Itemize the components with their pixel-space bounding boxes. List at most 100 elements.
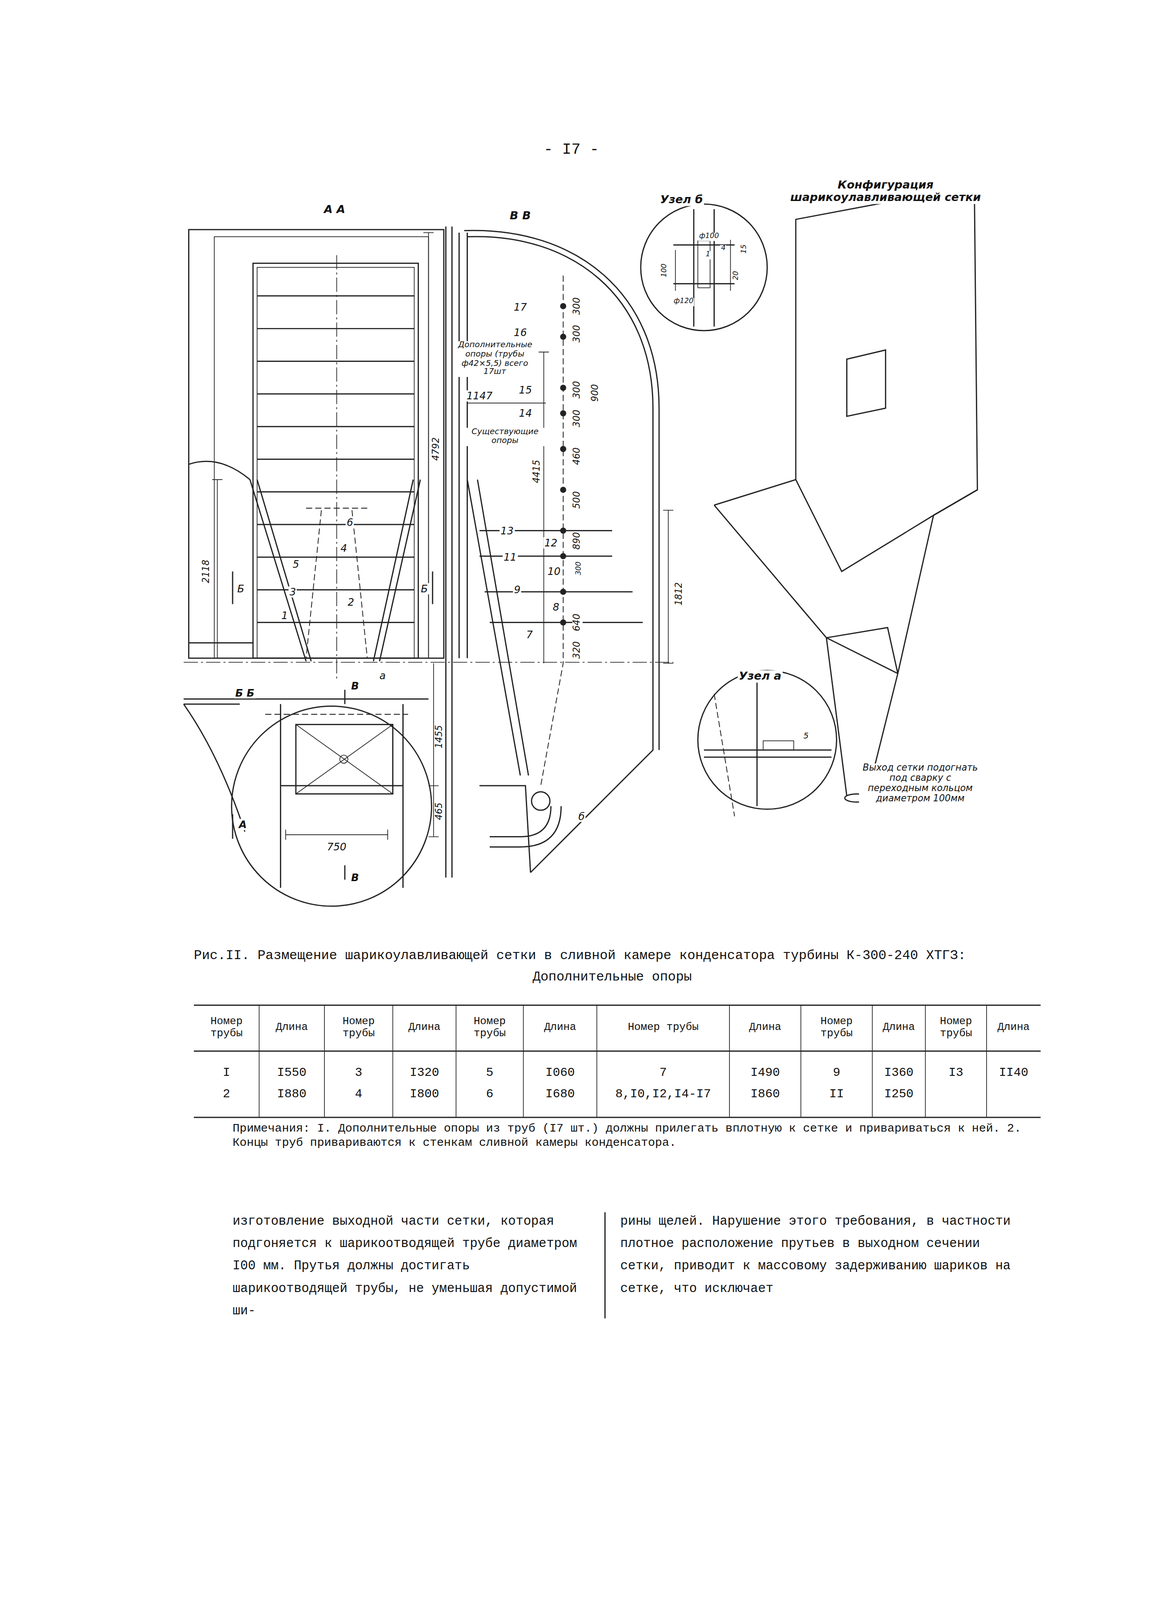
callout-number: 1147 — [465, 390, 494, 402]
callout-number: а — [378, 669, 387, 681]
dimension-label: 300 — [572, 323, 583, 344]
callout-number: 11 — [502, 551, 518, 563]
table-cell: I250 — [874, 1088, 924, 1102]
table-cell: 4 — [326, 1088, 391, 1102]
table-cell: Длина — [874, 1021, 924, 1033]
drawing-line — [560, 333, 567, 340]
table-cell: I550 — [261, 1066, 323, 1081]
drawing-line — [193, 1004, 1041, 1118]
callout-number: 8 — [551, 601, 561, 613]
callout-number: 12 — [543, 536, 559, 549]
dimension-label: 4415 — [532, 458, 543, 484]
drawing-line — [479, 530, 643, 623]
callout-number: 7 — [525, 629, 534, 641]
callout-number: Б — [236, 583, 246, 595]
table-cell: II — [802, 1088, 871, 1102]
drawing-line — [464, 230, 660, 873]
body-text: рины щелей. Нарушение этого требования, … — [620, 1209, 1013, 1300]
figure-caption: Рис.II. Размещение шарикоулавливающей се… — [193, 947, 967, 964]
drawing-line — [560, 409, 567, 417]
table-cell: I320 — [394, 1066, 455, 1081]
section-b-b-plan — [183, 689, 432, 906]
table-cell: II40 — [988, 1066, 1039, 1081]
table-cell: I360 — [874, 1066, 924, 1081]
table-cell: I800 — [394, 1088, 455, 1102]
drawing-line — [188, 229, 444, 659]
callout-number: 1 — [704, 251, 712, 260]
callout-number: б — [577, 810, 586, 822]
dimension-label: 890 — [572, 531, 583, 551]
drawing-line — [479, 785, 562, 873]
dimension-label: 1455 — [434, 724, 445, 750]
drawing-line — [560, 303, 567, 626]
callout-number: Б Б — [234, 687, 256, 699]
callout-number: 5 — [291, 558, 300, 570]
detail-a — [697, 670, 837, 816]
table-cell: I860 — [731, 1088, 799, 1102]
table-cell: I880 — [261, 1088, 323, 1102]
drawing-line — [257, 295, 415, 623]
annotation-note: Существующие опоры — [462, 427, 547, 446]
callout-number: 3 — [288, 585, 298, 598]
drawing-line — [467, 479, 529, 776]
callout-number: 5 — [802, 732, 810, 742]
table-cell: Номер трубы — [598, 1021, 728, 1033]
drawing-line — [640, 204, 768, 331]
drawing-line — [183, 698, 429, 832]
annotation-note: Дополнительные опоры (трубы ф42×5,5) все… — [457, 341, 533, 378]
dimension-label: 15 — [741, 243, 750, 255]
callout-number: ф120 — [672, 298, 695, 307]
table-title: Дополнительные опоры — [531, 970, 693, 985]
drawing-line — [560, 303, 567, 310]
table-cell: I490 — [731, 1066, 799, 1081]
view-title: А А — [323, 204, 347, 217]
section-a-a — [183, 229, 674, 679]
callout-number: 10 — [546, 565, 562, 578]
dimension-label: 300 — [572, 380, 583, 400]
drawing-line — [846, 349, 886, 417]
callout-number: Б — [419, 583, 429, 595]
table-cell: Длина — [261, 1021, 323, 1033]
callout-number: 750 — [325, 841, 348, 853]
drawing-line — [673, 208, 735, 327]
table-cell: 6 — [458, 1088, 522, 1102]
drawing-line — [257, 267, 415, 659]
callout-number: 14 — [517, 407, 533, 419]
drawing-line — [714, 693, 735, 817]
table-cell: 2 — [196, 1088, 258, 1102]
drawing-line — [538, 352, 549, 664]
drawing-line — [663, 510, 674, 664]
drawing-line — [295, 724, 394, 795]
drawing-line — [232, 571, 433, 604]
table-cell: Длина — [731, 1021, 799, 1033]
dimension-label: 4792 — [431, 436, 443, 462]
table-cell: Номер трубы — [802, 1015, 871, 1040]
drawing-line — [467, 402, 546, 404]
drawing-line — [714, 479, 978, 796]
drawing-line — [704, 673, 832, 807]
table-cell: Длина — [525, 1021, 595, 1033]
table-cell: 8,I0,I2,I4-I7 — [598, 1088, 728, 1102]
dimension-label: 100 — [661, 262, 670, 279]
dimension-label: 1812 — [674, 581, 685, 607]
grid-configuration — [714, 185, 978, 803]
drawing-line — [697, 240, 710, 288]
callout-number: 1 — [280, 609, 289, 621]
drawing-line — [188, 461, 254, 643]
drawing-line — [604, 1212, 606, 1319]
dimension-label: 500 — [572, 490, 583, 510]
callout-number: 6 — [345, 516, 355, 529]
table-cell: I060 — [525, 1066, 595, 1081]
view-title: В В — [508, 210, 533, 223]
callout-number: 4 — [339, 542, 349, 554]
table-cell: Номер трубы — [326, 1015, 391, 1040]
table-cell: I3 — [927, 1066, 985, 1081]
drawing-line — [214, 236, 429, 659]
drawing-line — [339, 754, 348, 763]
drawing-line — [697, 670, 837, 809]
annotation-note: Конфигурация шарикоулавливающей сетки — [772, 179, 999, 205]
body-text: изготовление выходной части сетки, котор… — [232, 1209, 592, 1323]
view-title: Узел а — [737, 670, 783, 683]
callout-number: А — [237, 818, 248, 830]
